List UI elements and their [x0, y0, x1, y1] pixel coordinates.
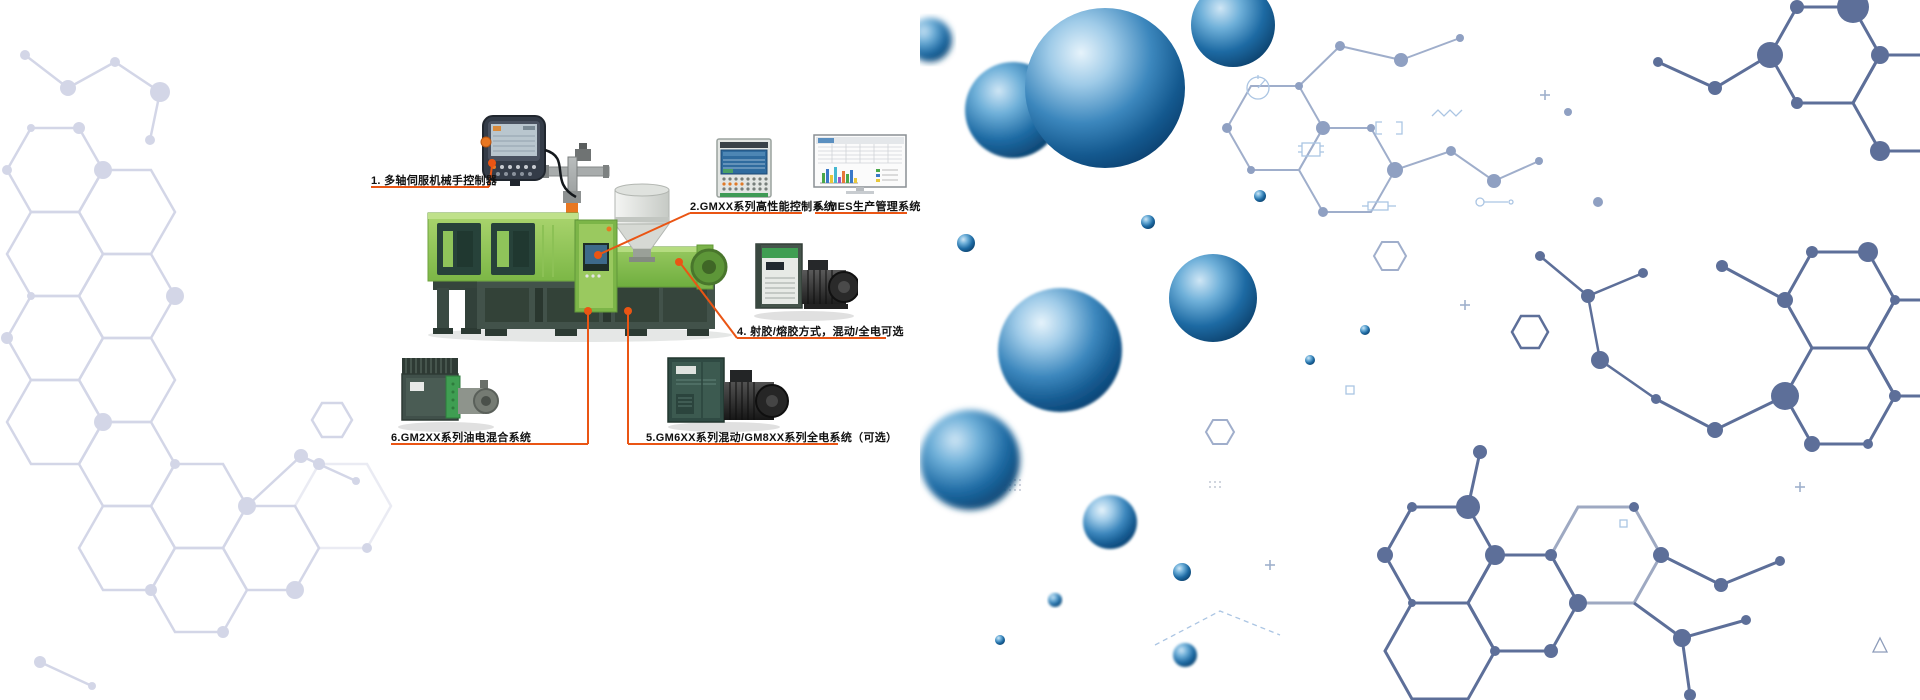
callout-label-6: 6.GM2XX系列油电混合系统	[391, 432, 532, 444]
clamping-unit	[427, 212, 579, 282]
molecule-decoration-right	[920, 0, 1920, 700]
chip-icon	[1301, 142, 1321, 157]
pendant-keys	[492, 165, 536, 176]
circuit-doodles	[1154, 75, 1889, 653]
mes-dashboard-screen	[813, 134, 907, 194]
pendant-cable	[544, 148, 577, 199]
callout-label-3: 3. MES生产管理系统	[815, 201, 921, 213]
servo-motor	[802, 260, 858, 309]
controller-box	[401, 358, 461, 421]
control-cabinet	[574, 219, 618, 313]
teach-pendant	[480, 115, 546, 186]
drive-cabinet	[755, 243, 803, 309]
callout-connector-4	[680, 263, 738, 339]
hybrid-controller-with-pump	[398, 358, 499, 432]
hmi-keypad	[722, 177, 768, 191]
blue-spheres	[920, 0, 1370, 667]
electric-motor	[724, 370, 789, 420]
callout-anchor-dots	[488, 159, 683, 315]
injection-unit	[612, 244, 728, 290]
hopper	[614, 183, 670, 262]
drive-cabinet	[667, 357, 725, 423]
pump-unit	[458, 380, 499, 414]
lattice-nodes	[1, 50, 372, 690]
callout-connectors	[371, 165, 907, 445]
servo-drive-with-motor	[754, 243, 858, 321]
callout-connector-1	[488, 165, 493, 188]
plus-marks	[1265, 90, 1805, 570]
injection-molding-machine	[427, 143, 732, 342]
hex-network-light-nodes	[1222, 34, 1603, 217]
mes-legend	[876, 169, 898, 182]
callout-label-5: 5.GM6XX系列混动/GM8XX系列全电系统（可选）	[646, 432, 898, 444]
callout-label-4: 4. 射胶/熔胶方式，混动/全电可选	[737, 326, 904, 338]
hex-network-navy-nodes	[1377, 0, 1901, 700]
drive-cabinet-with-motor	[667, 357, 789, 432]
wave-icon	[1431, 109, 1463, 117]
mes-table-grid	[818, 144, 902, 164]
mes-bar-chart	[820, 167, 858, 184]
machine-legs	[433, 280, 481, 334]
callout-label-1: 1. 多轴伺服机械手控制器	[371, 175, 498, 187]
molecule-network-left	[1, 50, 393, 690]
hmi-control-panel	[716, 138, 772, 198]
emergency-stop-button	[480, 136, 492, 148]
callout-label-2: 2.GMXX系列高性能控制系统	[690, 201, 836, 213]
callout-connector-2	[599, 212, 691, 255]
